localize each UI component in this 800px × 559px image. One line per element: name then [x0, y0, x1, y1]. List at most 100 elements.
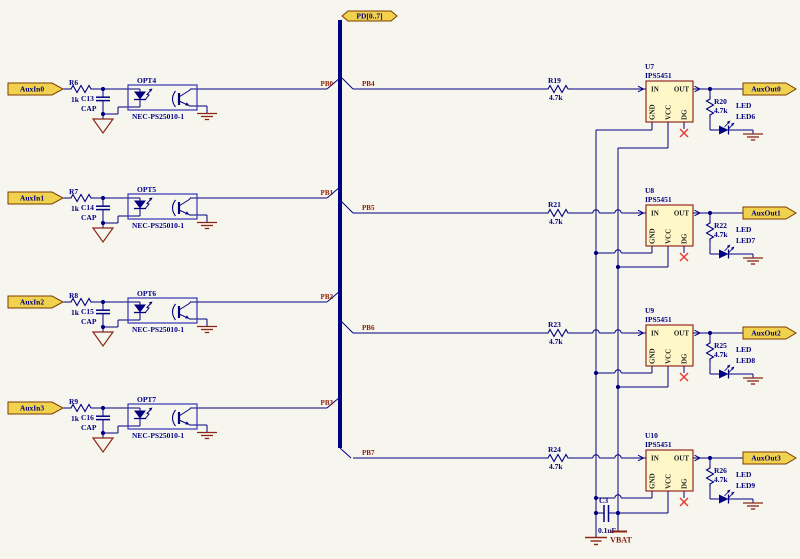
bus-entry: [326, 77, 341, 90]
port-auxout3[interactable]: [742, 451, 797, 465]
capacitor-ref: C13: [81, 94, 94, 103]
bus-entry: [341, 77, 354, 90]
junction-dot: [593, 250, 599, 256]
resistor-r26[interactable]: [705, 465, 715, 487]
pin-in-arrow-icon: [637, 329, 645, 337]
pin-name-out: OUT: [674, 455, 690, 463]
opto-emitter-arrow: [185, 102, 190, 106]
opto-transistor-icon: [171, 90, 176, 108]
ic-ref: U9: [645, 306, 654, 315]
junction-dot: [100, 430, 106, 436]
led-ref: LED6: [736, 112, 755, 121]
net-label-pb7[interactable]: PB7: [362, 449, 375, 457]
pin-name-in: IN: [651, 210, 659, 218]
led-emission-arrow-icon: [727, 364, 731, 368]
resistor-r24[interactable]: [545, 453, 571, 463]
bus-port-pd[interactable]: [341, 10, 398, 22]
net-label-pb1[interactable]: PB1: [321, 189, 334, 197]
opto-emission-bolt-icon: [144, 198, 152, 210]
ground-symbol: [91, 227, 115, 244]
opto-emission-bolt-icon: [144, 408, 152, 420]
optocoupler-opt7[interactable]: [127, 403, 198, 430]
resistor-r20[interactable]: [705, 96, 715, 118]
junction-dot: [100, 195, 106, 201]
wire: [178, 302, 191, 311]
optocoupler-opt6[interactable]: [127, 297, 198, 324]
led-led9[interactable]: [719, 494, 729, 504]
vbat-power-label[interactable]: VBAT: [610, 536, 632, 545]
capacitor-value: CAP: [81, 213, 97, 222]
resistor-r23[interactable]: [545, 328, 571, 338]
net-label-pb2[interactable]: PB2: [321, 293, 334, 301]
resistor-value: 4.7k: [549, 462, 563, 471]
pin-out-arrow-icon: [694, 209, 702, 217]
ic-part: IPS5451: [645, 195, 672, 204]
optocoupler-opt4[interactable]: [127, 84, 198, 111]
ground-symbol: [743, 133, 763, 141]
wire: [178, 198, 191, 207]
opto-led-icon: [134, 410, 146, 419]
pin-in-arrow-icon: [637, 85, 645, 93]
port-auxin2[interactable]: [7, 295, 65, 309]
ic-part: IPS5451: [645, 71, 672, 80]
resistor-ref: R20: [714, 97, 727, 106]
led-led6[interactable]: [719, 125, 729, 135]
net-label-pb4[interactable]: PB4: [362, 80, 375, 88]
net-label-pb0[interactable]: PB0: [321, 80, 334, 88]
net-label-pb6[interactable]: PB6: [362, 324, 375, 332]
ic-u9[interactable]: [645, 324, 694, 367]
resistor-ref: R6: [69, 78, 78, 87]
led-led8[interactable]: [719, 369, 729, 379]
port-auxin3[interactable]: [7, 401, 65, 415]
resistor-value: 4.7k: [549, 337, 563, 346]
ic-u7[interactable]: [645, 80, 694, 123]
resistor-r25[interactable]: [705, 340, 715, 362]
net-label-pb3[interactable]: PB3: [321, 399, 334, 407]
junction-dot: [707, 455, 713, 461]
net-label-pb5[interactable]: PB5: [362, 204, 375, 212]
ic-u8[interactable]: [645, 204, 694, 247]
wire: [178, 89, 191, 98]
junction-dot: [100, 324, 106, 330]
port-auxout1[interactable]: [742, 206, 797, 220]
port-label: AuxOut2: [751, 329, 781, 338]
ground-symbol: [197, 325, 217, 334]
resistor-r21[interactable]: [545, 208, 571, 218]
resistor-r19[interactable]: [545, 84, 571, 94]
resistor-r8[interactable]: [68, 297, 94, 307]
port-auxout2[interactable]: [742, 326, 797, 340]
pin-name-out: OUT: [674, 330, 690, 338]
optocoupler-opt5[interactable]: [127, 193, 198, 220]
port-auxout0[interactable]: [742, 82, 797, 96]
resistor-r6[interactable]: [68, 84, 94, 94]
port-auxin0[interactable]: [7, 82, 65, 96]
ground-symbol: [197, 431, 217, 440]
junction-dot: [100, 86, 106, 92]
optocoupler-ref: OPT4: [137, 76, 156, 85]
opto-emitter-arrow: [185, 315, 190, 319]
led-ref: LED9: [736, 481, 755, 490]
led-ref: LED8: [736, 356, 755, 365]
resistor-ref: R26: [714, 466, 727, 475]
port-label: AuxOut0: [751, 85, 781, 94]
led-ref: LED7: [736, 236, 755, 245]
port-auxin1[interactable]: [7, 191, 65, 205]
wire: [178, 408, 191, 417]
pin-in-arrow-icon: [637, 454, 645, 462]
ground-symbol: [743, 377, 763, 385]
junction-dot: [615, 510, 621, 516]
led-emission-arrow-icon: [731, 246, 735, 250]
pin-name-vcc: VCC: [665, 229, 673, 244]
led-led7[interactable]: [719, 249, 729, 259]
resistor-r9[interactable]: [68, 403, 94, 413]
ic-u10[interactable]: [645, 449, 694, 492]
ground-symbol: [91, 331, 115, 348]
resistor-value: 4.7k: [714, 106, 728, 115]
pin-name-in: IN: [651, 86, 659, 94]
ground-symbol: [91, 118, 115, 135]
resistor-r7[interactable]: [68, 193, 94, 203]
pin-name-dg: DG: [681, 109, 689, 120]
resistor-r22[interactable]: [705, 220, 715, 242]
capacitor-ref: C15: [81, 307, 94, 316]
